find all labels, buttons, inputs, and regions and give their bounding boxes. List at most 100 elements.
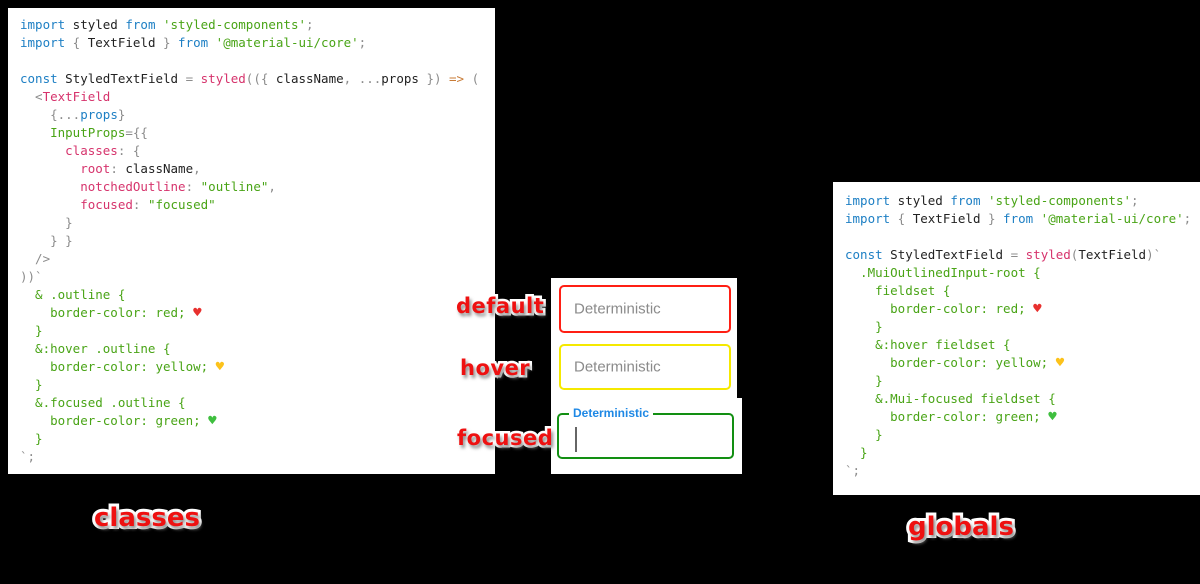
code-token: InputProps [20,125,126,140]
green-heart-icon: ♥ [208,413,217,429]
code-token: `; [20,449,36,464]
textfield-default[interactable]: Deterministic [559,285,731,333]
code-token: className [125,161,194,176]
code-line: } [845,372,1200,390]
code-token: ))` [20,269,43,284]
code-token: border-color: yellow; [845,355,1056,370]
code-token: border-color: red; [845,301,1034,316]
code-token: } [155,35,179,50]
code-token: from [1003,211,1034,226]
code-line: border-color: green; ♥ [845,408,1200,426]
code-token: props [80,107,118,122]
textfield-demo-panel: Deterministic Deterministic [551,278,737,398]
code-token: "focused" [147,197,216,212]
code-token: StyledTextField [57,71,186,86]
code-token: : [132,197,148,212]
code-token: border-color: green; [20,413,209,428]
code-line: } [20,322,495,340]
code-token: } [845,373,883,388]
code-token: const [845,247,883,262]
code-token: ( [464,71,480,86]
yellow-heart-icon: ♥ [1055,355,1065,371]
code-token: border-color: red; [20,305,194,320]
code-line: &.focused .outline { [20,394,495,412]
annotation-default: default [453,292,546,321]
code-token: &.focused .outline { [20,395,186,410]
code-token: TextField [1078,247,1147,262]
code-token: = [185,71,201,86]
textfield-hover-label: Deterministic [574,358,661,376]
code-panel-classes: import styled from 'styled-components';i… [8,8,495,474]
code-token: = [1010,247,1026,262]
code-token: &:hover .outline { [20,341,171,356]
code-line: border-color: yellow; ♥ [20,358,495,376]
code-token: ; [1131,193,1139,208]
code-token: } [845,445,868,460]
code-token: { [65,35,88,50]
code-token: ; [306,17,314,32]
code-token: {... [20,107,81,122]
code-token: : { [117,143,141,158]
code-token: } [845,319,883,334]
code-token: ; [358,35,367,50]
code-token: 'styled-components' [155,17,306,32]
code-token: } [117,107,126,122]
code-line: ))` [20,268,495,286]
code-token: ; [1183,211,1192,226]
code-token: }) [418,71,450,86]
code-line: &:hover .outline { [20,340,495,358]
code-token: < [20,89,43,104]
yellow-heart-icon: ♥ [215,359,225,375]
code-token: } [20,431,43,446]
code-token: { [890,211,913,226]
code-token: 'styled-components' [980,193,1131,208]
code-token: notchedOutline [20,179,186,194]
textfield-hover[interactable]: Deterministic [559,344,731,390]
code-token: classes [65,143,118,158]
code-line: &:hover fieldset { [845,336,1200,354]
textfield-focused[interactable]: Deterministic [557,406,734,459]
code-line: &.Mui-focused fieldset { [845,390,1200,408]
code-token: TextField [912,211,981,226]
red-heart-icon: ♥ [193,305,202,321]
code-token: props [381,71,419,86]
code-token: `; [845,463,861,478]
green-heart-icon: ♥ [1048,409,1057,425]
code-token: TextField [87,35,156,50]
caption-classes: classes [91,500,203,536]
code-line: `; [845,462,1200,480]
code-token: => [449,71,465,86]
code-token: styled [65,17,126,32]
code-token: (({ [245,71,276,86]
code-token: ={{ [125,125,148,140]
code-token: : [110,161,126,176]
code-line: fieldset { [845,282,1200,300]
code-token: } [20,215,73,230]
code-line: import { TextField } from '@material-ui/… [845,210,1200,228]
code-line: /> [20,250,495,268]
code-token: } [980,211,1004,226]
code-line: & .outline { [20,286,495,304]
code-token: import [845,211,891,226]
code-token: import [20,35,66,50]
code-token: } } [20,233,73,248]
code-line: `; [20,448,495,466]
code-line [845,228,1200,246]
code-token: .MuiOutlinedInput-root { [845,265,1041,280]
code-line: border-color: yellow; ♥ [845,354,1200,372]
code-token: ( [1070,247,1079,262]
code-token: & .outline { [20,287,126,302]
code-token: "outline" [200,179,269,194]
code-line: border-color: red; ♥ [20,304,495,322]
code-line: } [20,376,495,394]
code-line: classes: { [20,142,495,160]
code-token: StyledTextField [882,247,1011,262]
code-panel-globals: import styled from 'styled-components';i… [833,182,1200,495]
code-token: &:hover fieldset { [845,337,1011,352]
code-token: focused [20,197,133,212]
code-token: )` [1146,247,1162,262]
code-line: } [845,444,1200,462]
code-line: const StyledTextField = styled(({ classN… [20,70,495,88]
code-token: border-color: yellow; [20,359,216,374]
code-token: styled [890,193,951,208]
